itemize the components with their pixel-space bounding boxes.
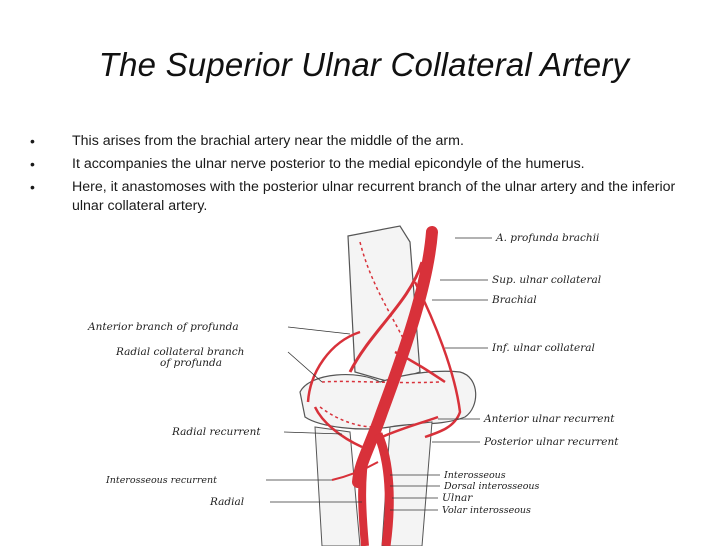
ulnar-artery bbox=[373, 432, 394, 546]
bullet-text: This arises from the brachial artery nea… bbox=[72, 133, 464, 149]
bullet-item: • This arises from the brachial artery n… bbox=[30, 132, 710, 151]
elbow-arteries-illustration: A. profunda brachii Sup. ulnar collatera… bbox=[87, 225, 619, 546]
interosseous-recurrent-artery bbox=[331, 461, 379, 481]
bullet-item: • Here, it anastomoses with the posterio… bbox=[30, 178, 710, 216]
radial-recurrent-artery bbox=[313, 406, 363, 449]
sup-ulnar-collateral-artery bbox=[413, 281, 462, 439]
bullet-marker: • bbox=[30, 179, 35, 195]
label-profunda-brachii: A. profunda brachii bbox=[495, 232, 599, 244]
label-radial-recurrent: Radial recurrent bbox=[171, 426, 261, 438]
label-radial: Radial bbox=[209, 496, 244, 508]
anastomosis-dotted bbox=[359, 241, 406, 343]
label-anterior-ulnar-recurrent: Anterior ulnar recurrent bbox=[483, 413, 615, 425]
label-dorsal-interosseous: Dorsal interosseous bbox=[443, 481, 540, 492]
label-posterior-ulnar-recurrent: Posterior ulnar recurrent bbox=[483, 436, 619, 448]
bullet-item: • It accompanies the ulnar nerve posteri… bbox=[30, 155, 710, 174]
label-brachial: Brachial bbox=[491, 294, 537, 306]
leader-line bbox=[287, 351, 323, 383]
leader-line bbox=[287, 326, 351, 335]
label-interosseous-recurrent: Interosseous recurrent bbox=[105, 475, 217, 486]
anastomosis-dotted bbox=[321, 380, 441, 384]
label-anterior-branch-profunda: Anterior branch of profunda bbox=[87, 321, 239, 333]
bullet-marker: • bbox=[30, 156, 35, 172]
label-volar-interosseous: Volar interosseous bbox=[442, 505, 531, 516]
inf-ulnar-collateral-artery bbox=[394, 350, 446, 384]
bullet-text: Here, it anastomoses with the posterior … bbox=[72, 179, 676, 214]
ulnar-recurrent-arteries bbox=[381, 415, 439, 439]
radius-bone bbox=[314, 426, 361, 546]
anatomy-figure: A. profunda brachii Sup. ulnar collatera… bbox=[60, 222, 700, 546]
label-ulnar: Ulnar bbox=[442, 492, 473, 504]
anastomosis-dotted bbox=[319, 406, 376, 428]
profunda-artery bbox=[348, 261, 424, 373]
label-of-profunda: of profunda bbox=[160, 357, 222, 369]
label-interosseous: Interosseous bbox=[443, 470, 506, 481]
slide-title: The Superior Ulnar Collateral Artery bbox=[98, 46, 630, 83]
label-radial-collateral-branch: Radial collateral branch bbox=[115, 346, 244, 358]
leader-line bbox=[283, 431, 343, 435]
radial-artery bbox=[358, 446, 370, 546]
bullet-list: • This arises from the brachial artery n… bbox=[30, 132, 710, 220]
radial-collateral-artery bbox=[306, 330, 361, 403]
label-sup-ulnar-collateral: Sup. ulnar collateral bbox=[492, 274, 601, 286]
label-inf-ulnar-collateral: Inf. ulnar collateral bbox=[491, 342, 595, 354]
bullet-marker: • bbox=[30, 133, 35, 149]
bullet-text: It accompanies the ulnar nerve posterior… bbox=[72, 156, 585, 172]
